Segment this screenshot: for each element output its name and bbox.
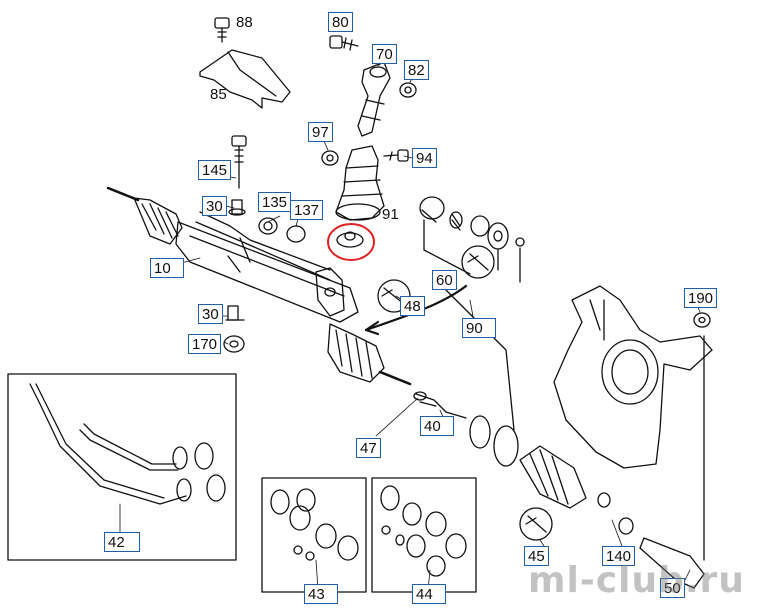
label-88: 88 (236, 14, 253, 31)
seal-kit-60-parts (419, 196, 525, 283)
seal-kit-box-43 (261, 477, 367, 593)
bolt-88-part (214, 17, 230, 43)
wrench-icon-45 (519, 507, 553, 541)
wrench-icon-60 (461, 245, 495, 279)
callout-140[interactable]: 140 (602, 546, 636, 566)
callout-135[interactable]: 135 (258, 192, 292, 212)
tie-rod-40-part (413, 391, 467, 419)
callout-137[interactable]: 137 (290, 200, 324, 220)
callout-94[interactable]: 94 (412, 148, 437, 168)
bolt-80-part (329, 35, 359, 51)
callout-43[interactable]: 43 (304, 584, 338, 604)
boot-45-part (519, 445, 634, 535)
label-91: 91 (382, 206, 399, 223)
nut-97-part (321, 150, 339, 166)
callout-50[interactable]: 50 (660, 578, 685, 598)
watermark: ml-club.ru (528, 560, 745, 601)
nut-82-part (399, 82, 417, 98)
callout-170[interactable]: 170 (188, 334, 222, 354)
callout-45[interactable]: 45 (524, 546, 549, 566)
callout-42[interactable]: 42 (104, 532, 140, 552)
pipe-set-box-42 (7, 373, 237, 561)
assembly-arrowhead (364, 320, 380, 336)
bolt-145-part (231, 135, 247, 189)
steering-knuckle-part (553, 285, 713, 469)
callout-30-top[interactable]: 30 (202, 196, 227, 216)
label-85: 85 (210, 86, 227, 103)
boot-91-part (335, 145, 385, 221)
o-ring-137-part (286, 225, 306, 243)
tie-rod-end-50-part (639, 537, 705, 589)
seal-135-part (258, 217, 278, 235)
callout-82[interactable]: 82 (404, 60, 429, 80)
ring-90-part (439, 283, 519, 467)
callout-47[interactable]: 47 (356, 438, 381, 458)
callout-30-lower[interactable]: 30 (198, 304, 223, 324)
nut-170-part (223, 335, 245, 353)
callout-44[interactable]: 44 (412, 584, 446, 604)
callout-190[interactable]: 190 (684, 288, 718, 308)
bracket-85-part (199, 49, 291, 109)
fitting-30-lower-part (225, 305, 245, 321)
callout-97[interactable]: 97 (308, 122, 333, 142)
highlighted-seal-part (327, 223, 375, 261)
callout-90[interactable]: 90 (462, 318, 496, 338)
universal-joint-70-part (357, 61, 391, 137)
callout-48[interactable]: 48 (400, 296, 425, 316)
callout-70[interactable]: 70 (372, 44, 397, 64)
callout-60[interactable]: 60 (432, 270, 457, 290)
callout-10[interactable]: 10 (150, 258, 184, 278)
nut-190-part (693, 312, 711, 561)
bolt-94-part (383, 149, 409, 162)
callout-40[interactable]: 40 (420, 416, 454, 436)
fitting-30-part (228, 199, 246, 216)
rack-housing-10-part (106, 186, 412, 386)
seal-kit-box-44 (371, 477, 477, 593)
callout-80[interactable]: 80 (328, 12, 353, 32)
callout-145[interactable]: 145 (198, 160, 232, 180)
